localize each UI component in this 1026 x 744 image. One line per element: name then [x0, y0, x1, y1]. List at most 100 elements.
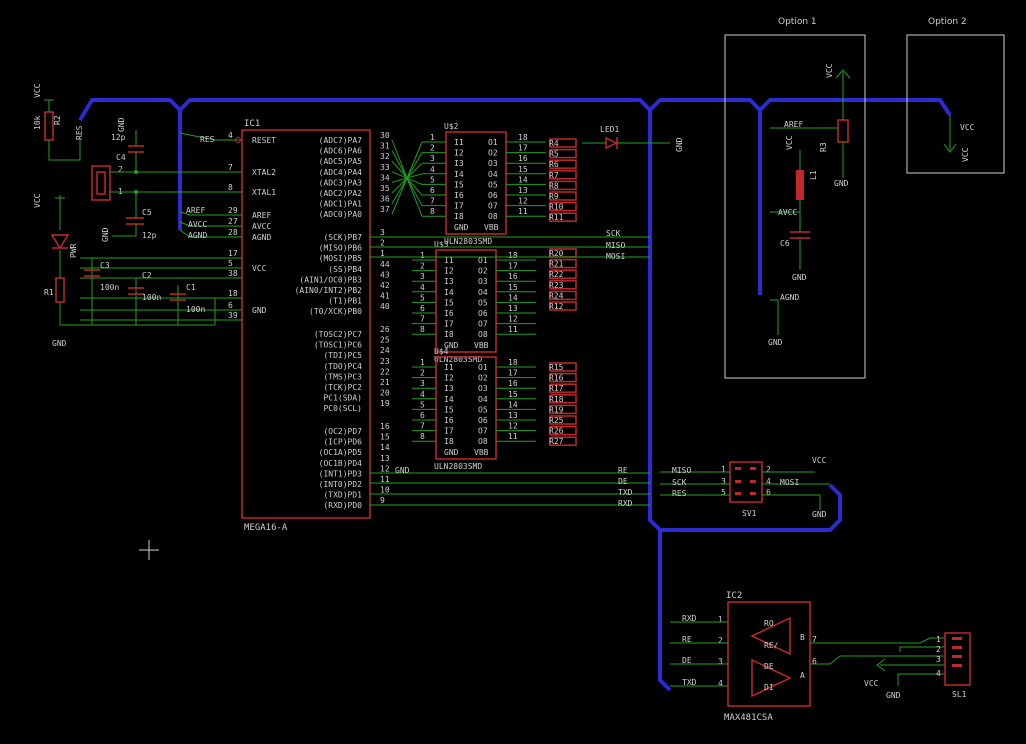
- c2-capacitor[interactable]: [128, 287, 144, 295]
- uln-output-resistor[interactable]: [549, 201, 577, 212]
- uln-output-resistor[interactable]: [549, 394, 577, 404]
- c1-capacitor[interactable]: [170, 293, 186, 301]
- ic1-pin-number: 14: [380, 443, 390, 452]
- res-wire: [179, 132, 238, 141]
- c2-name: C2: [142, 271, 152, 280]
- uln-output-resistor[interactable]: [549, 372, 577, 383]
- uln-output-resistor[interactable]: [549, 258, 577, 269]
- uln-output-resistor[interactable]: [549, 212, 577, 222]
- uart-wires: [370, 472, 650, 506]
- gnd-label-sl1: GND: [886, 691, 901, 700]
- pwr-led[interactable]: [50, 234, 70, 250]
- uln-output-resistor[interactable]: [549, 148, 577, 159]
- ic1-pin-name: (TMS)PC3: [323, 372, 362, 381]
- ic1-pin-number: 3: [380, 228, 385, 237]
- ic1-pin-name: (TDI)PC5: [323, 351, 362, 360]
- r3-potentiometer[interactable]: [837, 119, 849, 143]
- uln-output: O6: [478, 416, 488, 425]
- gnd-label-sv1: GND: [812, 510, 827, 519]
- ic1-pin-name: (TOSC2)PC7: [314, 330, 362, 339]
- sv1-pin6: 6: [766, 488, 771, 497]
- gnd-label-u4: GND: [395, 466, 410, 475]
- uln-output-resistor[interactable]: [549, 138, 577, 148]
- gnd-label-r3: GND: [834, 179, 849, 188]
- uln-output-resistor[interactable]: [549, 436, 577, 446]
- r1-name: R1: [44, 288, 54, 297]
- ic1-pin-number: 20: [380, 389, 390, 398]
- uln-body[interactable]: [435, 356, 497, 460]
- ic1-pin-number: 34: [380, 173, 390, 182]
- uln-pin-number: 6: [420, 304, 425, 313]
- analog-wires: [179, 211, 238, 238]
- ic1-pin-number: 18: [228, 289, 238, 298]
- led1-diode[interactable]: [605, 136, 618, 150]
- ic1-pin-name: VCC: [252, 264, 267, 273]
- ic2-drivers: [750, 616, 792, 698]
- uln-resistor-name: R26: [549, 427, 564, 436]
- net-rxd: RXD: [618, 499, 633, 508]
- ic1-pin-name: RESET: [252, 136, 276, 145]
- uln-output: O5: [488, 180, 498, 189]
- uln-output-resistor[interactable]: [549, 301, 577, 311]
- ic2-net-rxd: RXD: [682, 614, 697, 623]
- ic1-pin-name: (TXD)PD1: [323, 491, 362, 500]
- uln-output-resistor[interactable]: [549, 362, 577, 372]
- uln-output: O8: [478, 330, 488, 339]
- opt1-net-avcc: AVCC: [778, 208, 797, 217]
- uln-resistor-name: R25: [549, 416, 564, 425]
- xtal-pin2: 2: [118, 165, 123, 174]
- uln-output: O3: [478, 384, 488, 393]
- cursor-crosshair-icon: [139, 540, 159, 560]
- r1-resistor[interactable]: [55, 277, 65, 303]
- uln-output-resistor[interactable]: [549, 180, 577, 191]
- ic2-num-1: 1: [718, 615, 723, 624]
- uln-output-resistor[interactable]: [549, 404, 577, 415]
- ic1-pin-name: (ICP)PD6: [323, 438, 362, 447]
- uln-output-resistor[interactable]: [549, 280, 577, 290]
- uln-input: I6: [444, 416, 454, 425]
- uln-pin-number: 8: [430, 207, 435, 216]
- gnd-label-c4: GND: [117, 117, 126, 132]
- sv1-wires: [660, 471, 830, 510]
- uln-output-resistor[interactable]: [549, 415, 577, 425]
- ic1-pin-name: (INT1)PD3: [319, 469, 363, 478]
- uln-input: I4: [444, 395, 454, 404]
- r2-resistor[interactable]: [44, 111, 54, 141]
- uln-body[interactable]: [435, 249, 497, 353]
- ic1-pin-number: 28: [228, 228, 238, 237]
- ic1-pin-name: (TOSC1)PC6: [314, 341, 362, 350]
- ic2-body[interactable]: [727, 601, 811, 707]
- sl1-pin3: 3: [936, 655, 941, 664]
- sl1-connector[interactable]: [944, 632, 971, 686]
- uln-pin-number: 7: [420, 422, 425, 431]
- uln-output-resistor[interactable]: [549, 269, 577, 279]
- uln-output-resistor[interactable]: [549, 170, 577, 180]
- uln-input: I1: [454, 138, 464, 147]
- crystal[interactable]: [91, 165, 111, 201]
- c4-capacitor[interactable]: [128, 145, 144, 153]
- ic1-pin-name: PC1(SDA): [323, 394, 362, 403]
- ic1-pin-number: 25: [380, 336, 390, 345]
- ic1-body[interactable]: [241, 129, 371, 519]
- c5-capacitor[interactable]: [126, 217, 144, 225]
- uln-output-resistor[interactable]: [549, 191, 577, 201]
- l1-inductor[interactable]: [796, 170, 804, 200]
- c3-capacitor[interactable]: [84, 269, 100, 277]
- uln-body[interactable]: [445, 131, 507, 235]
- ic1-pin-name: (ADC1)PA1: [319, 200, 363, 209]
- uln-input: I7: [444, 320, 454, 329]
- ic1-pin-name: (AIN0/INT2)PB2: [295, 286, 363, 295]
- ic1-pin-number: 37: [380, 205, 390, 214]
- uln-output-resistor[interactable]: [549, 425, 577, 436]
- ic1-pin-name: (SCK)PB7: [323, 233, 362, 242]
- reset-inv-pin: [235, 137, 241, 143]
- sv1-header[interactable]: [729, 461, 763, 503]
- uln-resistor-name: R17: [549, 384, 564, 393]
- c6-capacitor[interactable]: [790, 231, 810, 239]
- uln-input: I1: [444, 363, 454, 372]
- uln-vbb-label: VBB: [484, 223, 499, 232]
- uln-output-resistor[interactable]: [549, 383, 577, 393]
- uln-output-resistor[interactable]: [549, 290, 577, 301]
- uln-output-resistor[interactable]: [549, 159, 577, 169]
